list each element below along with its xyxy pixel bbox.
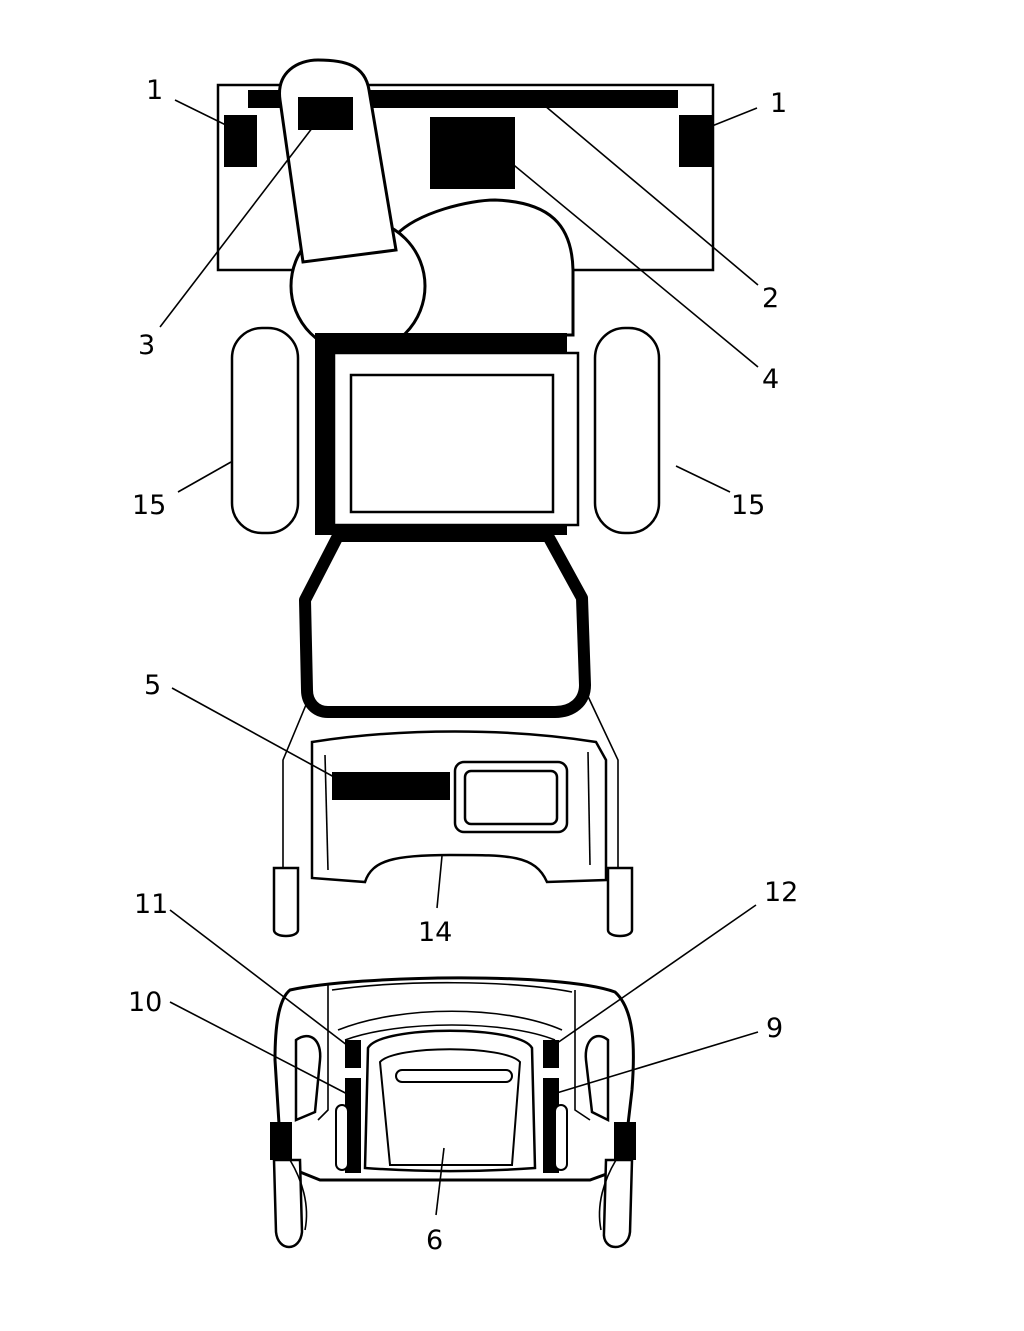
rear-lid-inner <box>378 1048 522 1166</box>
callout-9: 9 <box>766 1013 783 1044</box>
arm-block <box>298 97 353 130</box>
callout-1-left: 1 <box>146 75 163 106</box>
callout-4: 4 <box>762 364 779 395</box>
callout-12: 12 <box>764 877 798 908</box>
rear-wall-left <box>317 985 329 1121</box>
leader-9 <box>549 1031 759 1096</box>
control-console <box>310 730 608 884</box>
console-display-inner <box>463 769 559 826</box>
block-11 <box>345 1040 361 1068</box>
side-tank-right <box>593 326 661 535</box>
handle-clamp-left <box>270 1122 292 1160</box>
rear-armrest-right <box>584 1034 610 1123</box>
rear-handle-right <box>602 1158 634 1249</box>
leader-15-right <box>675 465 731 493</box>
block-9-inset <box>554 1104 568 1171</box>
rear-assembly <box>270 976 636 1249</box>
rail-left <box>282 699 309 869</box>
left-block <box>224 115 257 167</box>
callout-1-right: 1 <box>770 88 787 119</box>
rear-lid-slot <box>395 1069 513 1083</box>
dome-shape <box>394 198 575 337</box>
block-12 <box>543 1040 559 1068</box>
console-black-bar <box>332 772 450 800</box>
rear-arch-inner <box>344 1024 556 1041</box>
console-inner-line-right <box>587 751 591 866</box>
grip-left <box>272 866 300 938</box>
callout-5: 5 <box>144 670 161 701</box>
callout-15-left: 15 <box>132 490 166 521</box>
leader-lines <box>159 99 759 1216</box>
callout-15-right: 15 <box>731 490 765 521</box>
leader-2 <box>537 99 759 286</box>
callout-11: 11 <box>134 889 168 920</box>
leader-15-left <box>177 461 232 493</box>
seat-frame <box>299 530 591 718</box>
rail-right <box>584 689 619 869</box>
grip-right <box>606 866 634 938</box>
callout-labels: 1 1 2 3 4 15 15 5 14 11 12 10 9 6 <box>128 75 798 1256</box>
leader-12 <box>549 904 757 1049</box>
leader-5 <box>171 687 346 784</box>
block-10-inset <box>335 1104 349 1171</box>
callout-6: 6 <box>426 1225 443 1256</box>
leader-10 <box>169 1001 356 1099</box>
rear-arch-outer <box>337 1010 563 1031</box>
leader-14 <box>436 855 443 909</box>
arm-assembly <box>278 58 427 355</box>
middle-body <box>315 333 580 535</box>
handle-clamp-right <box>614 1122 636 1160</box>
leader-1-right <box>701 107 758 131</box>
rear-handle-left <box>272 1158 304 1249</box>
leader-11 <box>169 909 357 1053</box>
seat-outline <box>299 530 591 718</box>
rear-handle-curve-left <box>289 1159 308 1231</box>
callout-2: 2 <box>762 283 779 314</box>
leader-3 <box>159 122 317 328</box>
leader-4 <box>491 146 759 368</box>
right-block <box>679 115 712 167</box>
screen-inner <box>349 373 555 514</box>
callout-10: 10 <box>128 987 162 1018</box>
rear-armrest-left <box>294 1034 322 1122</box>
rear-top-inner <box>331 981 573 993</box>
center-block <box>430 117 515 189</box>
console-inner-line <box>324 754 329 871</box>
callout-14: 14 <box>418 917 452 948</box>
callout-3: 3 <box>138 330 155 361</box>
side-tank-left <box>230 326 300 535</box>
leader-1-left <box>174 99 237 131</box>
rear-handle-curve-right <box>598 1159 617 1231</box>
leader-6 <box>435 1147 445 1216</box>
